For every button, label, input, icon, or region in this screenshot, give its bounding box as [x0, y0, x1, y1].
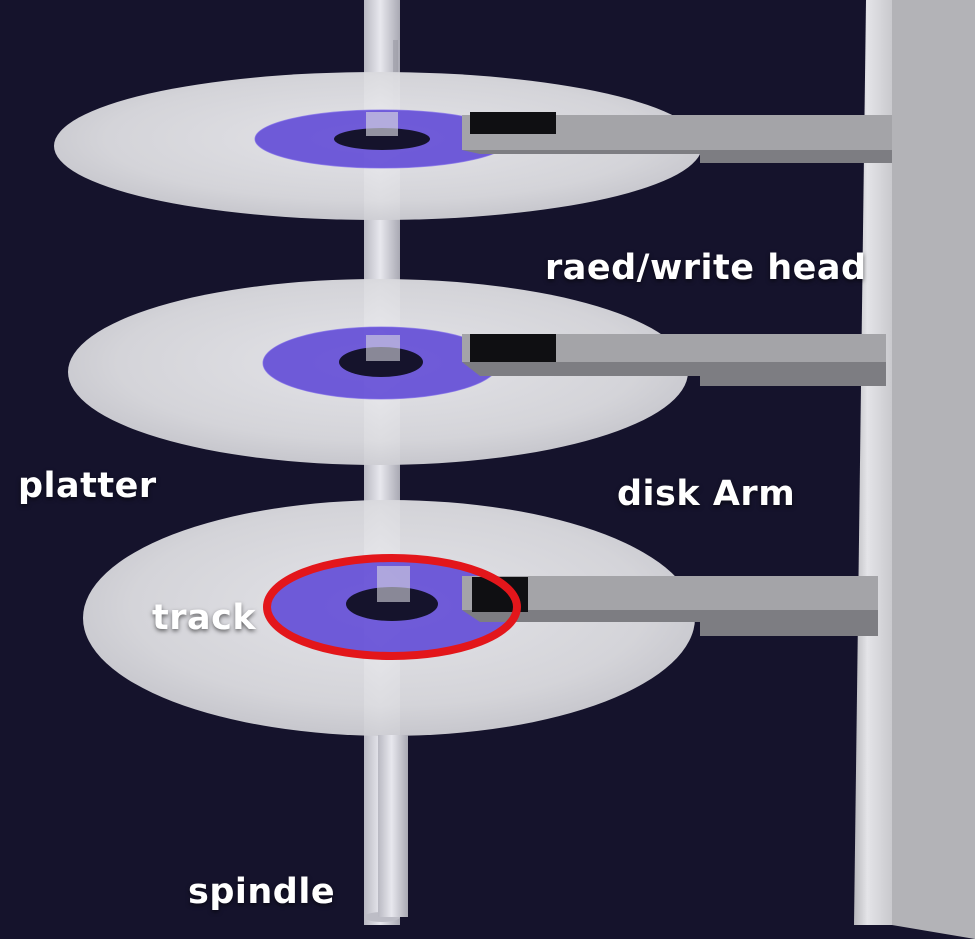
track-label: track — [152, 598, 257, 638]
spindle-label: spindle — [188, 872, 336, 912]
bottom-platter — [83, 500, 878, 736]
platter-label: platter — [18, 466, 157, 506]
track-highlight-ring — [263, 554, 521, 660]
spindle-lower — [378, 735, 408, 917]
middle-platter — [68, 279, 886, 465]
top-read-write-head — [470, 112, 556, 134]
middle-disk-arm — [462, 334, 886, 386]
top-disk-arm — [462, 112, 892, 163]
top-platter — [54, 72, 892, 220]
disk-arm-label: disk Arm — [617, 474, 796, 514]
actuator-pillar — [854, 0, 975, 939]
middle-read-write-head — [470, 334, 556, 362]
read-write-head-label: raed/write head — [545, 248, 867, 288]
